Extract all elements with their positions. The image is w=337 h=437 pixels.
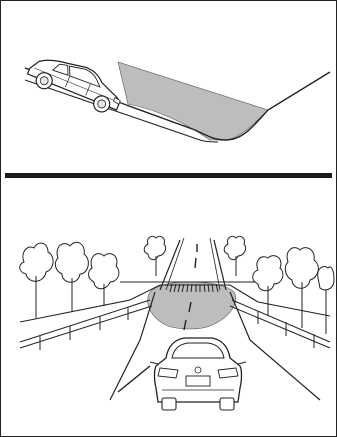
far-center-dash-2: [195, 258, 196, 268]
panel-divider: [5, 173, 332, 178]
